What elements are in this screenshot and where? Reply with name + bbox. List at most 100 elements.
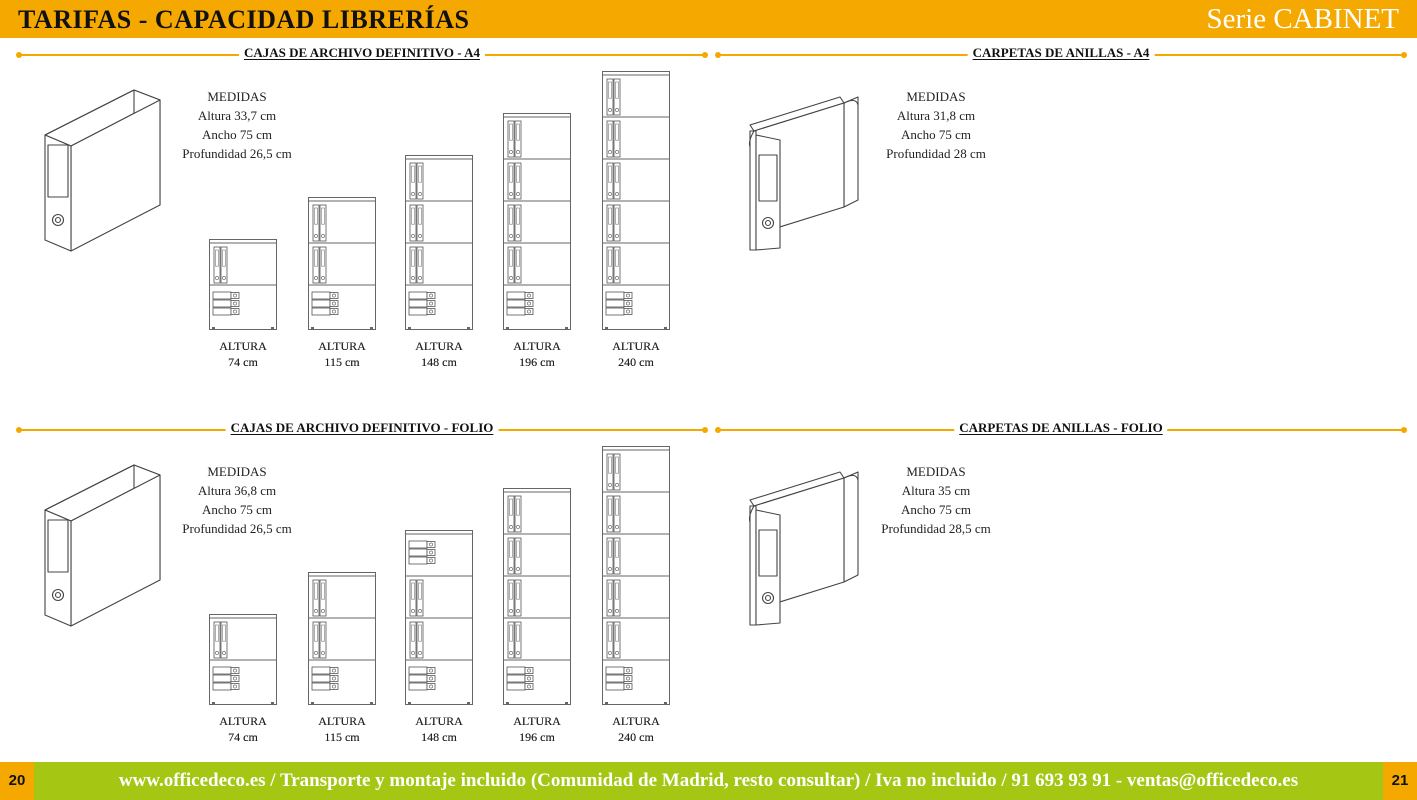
bookcase-unit bbox=[405, 530, 473, 705]
binder-illustration bbox=[31, 75, 181, 255]
height-caption: ALTURA 240 cm bbox=[596, 338, 676, 370]
bookcase-unit bbox=[602, 71, 670, 330]
height-label: ALTURA bbox=[513, 714, 561, 728]
archive-box-icon bbox=[44, 89, 161, 252]
height-label: ALTURA bbox=[415, 339, 463, 353]
height-caption: ALTURA 74 cm bbox=[203, 338, 283, 370]
measures-heading: MEDIDAS bbox=[207, 464, 267, 479]
rule-dot-right bbox=[1401, 426, 1407, 433]
height-label: ALTURA bbox=[415, 339, 463, 353]
height-value: 148 cm bbox=[421, 355, 457, 369]
footer-bar: www.officedeco.es / Transporte y montaje… bbox=[0, 762, 1417, 800]
bookcase-unit bbox=[308, 572, 376, 705]
height-caption: ALTURA 115 cm bbox=[302, 713, 382, 745]
height-value: 196 cm bbox=[519, 730, 555, 744]
bookcase-icon bbox=[405, 530, 473, 705]
measure-line: Altura 33,7 cm bbox=[197, 108, 277, 123]
height-value: 115 cm bbox=[324, 355, 360, 369]
page-title: TARIFAS - CAPACIDAD LIBRERÍAS bbox=[18, 5, 470, 34]
height-caption: ALTURA 240 cm bbox=[596, 713, 676, 745]
bookcase-icon bbox=[503, 488, 571, 705]
bookcase-icon bbox=[308, 197, 376, 330]
bookcase-unit bbox=[602, 446, 670, 705]
bookcase-icon bbox=[602, 71, 670, 330]
height-label: ALTURA bbox=[318, 339, 366, 353]
height-label: ALTURA bbox=[612, 339, 660, 353]
rule-dot-right bbox=[702, 51, 708, 58]
height-caption: ALTURA 74 cm bbox=[203, 713, 283, 745]
bookcase-unit bbox=[209, 614, 277, 705]
bookcase-unit bbox=[503, 113, 571, 330]
bookcase-icon bbox=[209, 239, 277, 330]
rule-dot-left bbox=[16, 426, 22, 433]
section-header: CAJAS DE ARCHIVO DEFINITIVO - FOLIO bbox=[16, 418, 708, 438]
height-caption: ALTURA 196 cm bbox=[497, 713, 577, 745]
height-caption: ALTURA 74 cm bbox=[203, 713, 283, 745]
section-ring-binders: CARPETAS DE ANILLAS - FOLIO MEDIDAS Altura… bbox=[209, 418, 1407, 788]
bookcase-unit bbox=[503, 488, 571, 705]
height-value: 74 cm bbox=[228, 730, 258, 744]
height-label: ALTURA bbox=[318, 339, 366, 353]
height-label: ALTURA bbox=[513, 339, 561, 353]
measure-line: Altura 35 cm bbox=[901, 483, 971, 498]
bookcase-icon bbox=[308, 572, 376, 705]
height-label: ALTURA bbox=[415, 714, 463, 728]
bookcase-icon bbox=[405, 155, 473, 330]
height-value: 240 cm bbox=[618, 355, 654, 369]
page-number-left: 20 bbox=[0, 762, 34, 800]
height-label: ALTURA bbox=[219, 714, 267, 728]
rule-dot-right bbox=[1401, 51, 1407, 58]
height-label: ALTURA bbox=[513, 714, 561, 728]
height-caption: ALTURA 115 cm bbox=[302, 338, 382, 370]
binder-illustration bbox=[730, 450, 880, 630]
section-header: CARPETAS DE ANILLAS - FOLIO bbox=[715, 418, 1407, 438]
section-header: CARPETAS DE ANILLAS - A4 bbox=[715, 43, 1407, 63]
height-value: 115 cm bbox=[324, 730, 360, 744]
height-value: 240 cm bbox=[618, 355, 654, 369]
height-caption: ALTURA 196 cm bbox=[497, 713, 577, 745]
height-label: ALTURA bbox=[415, 714, 463, 728]
measures-heading: MEDIDAS bbox=[906, 89, 966, 104]
height-label: ALTURA bbox=[513, 339, 561, 353]
height-label: ALTURA bbox=[612, 714, 660, 728]
footer-contact[interactable]: www.officedeco.es / Transporte y montaje… bbox=[118, 770, 1299, 791]
height-value: 148 cm bbox=[421, 355, 457, 369]
height-value: 240 cm bbox=[618, 730, 654, 744]
height-label: ALTURA bbox=[318, 714, 366, 728]
section-header: CAJAS DE ARCHIVO DEFINITIVO - A4 bbox=[16, 43, 708, 63]
height-caption: ALTURA 240 cm bbox=[596, 338, 676, 370]
height-label: ALTURA bbox=[612, 339, 660, 353]
rule-dot-left bbox=[715, 51, 721, 58]
height-caption: ALTURA 148 cm bbox=[399, 713, 479, 745]
height-value: 115 cm bbox=[324, 355, 360, 369]
rule-dot-right bbox=[702, 426, 708, 433]
measure-line: Ancho 75 cm bbox=[201, 502, 273, 517]
section-title: CARPETAS DE ANILLAS - FOLIO bbox=[954, 420, 1168, 436]
height-value: 115 cm bbox=[324, 730, 360, 744]
rule-dot-left bbox=[715, 426, 721, 433]
rule-dot-left bbox=[16, 51, 22, 58]
measure-line: Profundidad 26,5 cm bbox=[182, 146, 292, 161]
height-value: 74 cm bbox=[228, 355, 258, 369]
binder-illustration bbox=[730, 75, 880, 255]
binder-illustration bbox=[31, 450, 181, 630]
height-label: ALTURA bbox=[219, 339, 267, 353]
height-value: 196 cm bbox=[519, 355, 555, 369]
measures-heading: MEDIDAS bbox=[906, 464, 966, 479]
measures-heading: MEDIDAS bbox=[207, 89, 267, 104]
height-caption: ALTURA 148 cm bbox=[399, 338, 479, 370]
height-label: ALTURA bbox=[318, 714, 366, 728]
series-name: Serie CABINET bbox=[1206, 3, 1400, 35]
height-value: 196 cm bbox=[519, 355, 555, 369]
height-caption: ALTURA 240 cm bbox=[596, 713, 676, 745]
height-label: ALTURA bbox=[612, 714, 660, 728]
height-value: 148 cm bbox=[421, 730, 457, 744]
header-bar: TARIFAS - CAPACIDAD LIBRERÍAS Serie CABI… bbox=[0, 0, 1417, 38]
measure-line: Ancho 75 cm bbox=[900, 502, 972, 517]
bookcase-unit bbox=[209, 239, 277, 330]
